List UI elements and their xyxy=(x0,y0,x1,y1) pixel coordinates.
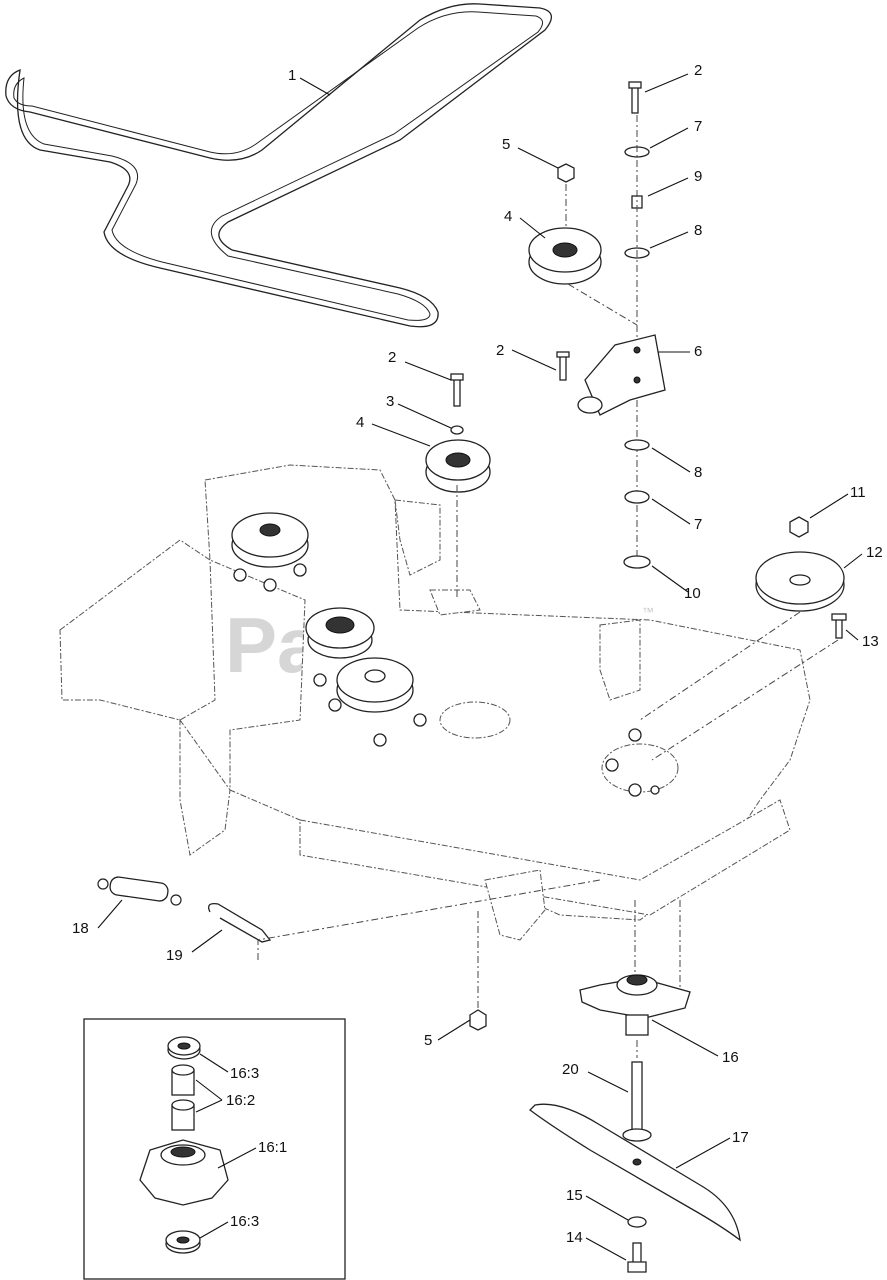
callout-2: 2 xyxy=(388,349,396,366)
callout-10: 10 xyxy=(684,585,701,602)
bearing-16-3-lower xyxy=(165,1230,201,1254)
deck-spindle-pulley-right xyxy=(336,657,414,713)
extension-spring-18 xyxy=(97,876,182,906)
callout-16-2: 16:2 xyxy=(226,1092,255,1109)
blade-bolt-14 xyxy=(627,1242,647,1273)
callout-18: 18 xyxy=(72,920,89,937)
callout-20: 20 xyxy=(562,1061,579,1078)
watermark-trademark: ™ xyxy=(642,605,654,619)
callout-14: 14 xyxy=(566,1229,583,1246)
deck-spindle-pulley-left xyxy=(231,512,309,568)
callout-2: 2 xyxy=(694,62,702,79)
nut-11 xyxy=(789,516,809,538)
callout-9: 9 xyxy=(694,168,702,185)
callout-16-1: 16:1 xyxy=(258,1139,287,1156)
washer-7-lower xyxy=(624,490,650,504)
callout-16-3: 16:3 xyxy=(230,1065,259,1082)
callout-7: 7 xyxy=(694,118,702,135)
idler-pulley-upper xyxy=(528,227,602,285)
callout-2: 2 xyxy=(496,342,504,359)
housing-16-1 xyxy=(139,1139,229,1206)
nut-5-upper xyxy=(557,163,575,183)
spindle-inset xyxy=(83,1018,346,1280)
spindle-housing-16 xyxy=(579,974,691,1036)
idler-pulley-center xyxy=(425,439,491,493)
callout-4: 4 xyxy=(356,414,364,431)
callout-6: 6 xyxy=(694,343,702,360)
drive-pulley-12 xyxy=(755,551,845,612)
idler-arm-bracket xyxy=(577,334,666,416)
hair-pin-clip-19 xyxy=(207,903,272,943)
callout-17: 17 xyxy=(732,1129,749,1146)
callout-5: 5 xyxy=(502,136,510,153)
spindle-shaft-20 xyxy=(622,1061,652,1142)
callout-1: 1 xyxy=(288,67,296,84)
callout-labels: 1 2 7 9 5 8 4 2 6 2 3 4 8 11 7 12 10 13 … xyxy=(72,62,883,1246)
callout-19: 19 xyxy=(166,947,183,964)
spacer-16-2 xyxy=(171,1064,195,1131)
upper-bolt xyxy=(628,81,642,114)
callout-16: 16 xyxy=(722,1049,739,1066)
callout-4: 4 xyxy=(504,208,512,225)
callout-15: 15 xyxy=(566,1187,583,1204)
drive-belt xyxy=(5,3,552,328)
callout-5: 5 xyxy=(424,1032,432,1049)
callout-11: 11 xyxy=(850,484,866,501)
spacer-10 xyxy=(623,555,651,569)
bearing-16-3-upper xyxy=(167,1036,201,1060)
washer-8-lower xyxy=(624,439,650,451)
callout-13: 13 xyxy=(862,633,879,650)
callout-16-3: 16:3 xyxy=(230,1213,259,1230)
callout-12: 12 xyxy=(866,544,883,561)
callout-3: 3 xyxy=(386,393,394,410)
bolt-2-center xyxy=(450,373,464,407)
callout-8: 8 xyxy=(694,222,702,239)
bolt-2-bracket xyxy=(556,351,570,381)
washer-3 xyxy=(450,425,464,435)
mower-deck xyxy=(59,464,811,941)
deck-spindle-pulley-center xyxy=(305,607,375,659)
mower-blade-17 xyxy=(529,1103,741,1242)
washer-15 xyxy=(627,1216,647,1228)
callout-7: 7 xyxy=(694,516,702,533)
nut-5-lower xyxy=(469,1009,487,1031)
bolt-13 xyxy=(831,613,847,639)
callout-8: 8 xyxy=(694,464,702,481)
leader-lines xyxy=(97,73,863,1261)
